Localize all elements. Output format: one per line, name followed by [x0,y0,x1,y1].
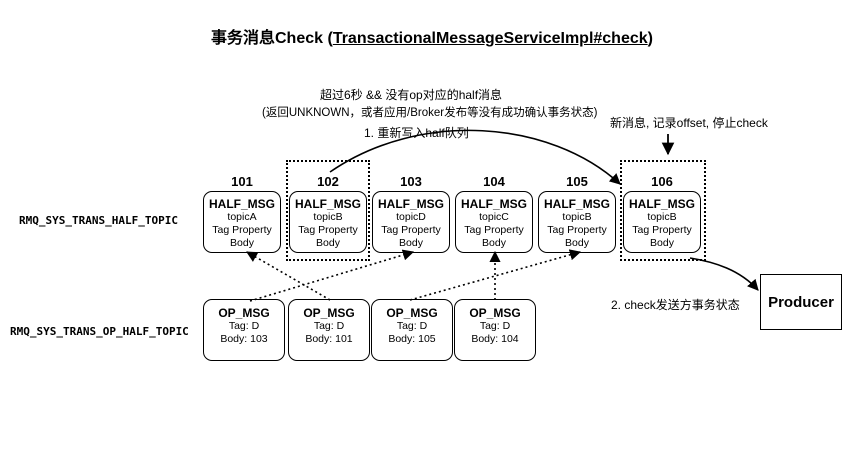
half-msg-body: Body [316,237,340,249]
op-topic-label: RMQ_SYS_TRANS_OP_HALF_TOPIC [10,325,189,338]
new-message-note: 新消息, 记录offset, 停止check [610,116,768,130]
op-103-link [249,249,415,302]
producer-box: Producer [760,274,842,330]
half-msg-offset: 104 [483,174,505,189]
half-msg-topic: topicB [562,211,592,223]
half-msg-header: HALF_MSG [209,197,275,211]
half-msg-body: Body [399,237,423,249]
op-msg-header: OP_MSG [469,306,521,320]
half-msg-body: Body [650,237,674,249]
half-msg-body: Body [482,237,506,249]
op-msg-tag: Tag: D [396,320,428,332]
rewrite-half-note: 1. 重新写入half队列 [364,126,469,140]
half-msg-tag: Tag Property [632,224,692,236]
half-msg-topic: topicA [227,211,257,223]
timeout-condition-note: 超过6秒 && 没有op对应的half消息 [320,88,503,102]
op-msg-tag: Tag: D [313,320,345,332]
diagram-title: 事务消息Check (TransactionalMessageServiceIm… [211,30,653,47]
half-msg-header: HALF_MSG [629,197,695,211]
half-msg-tag: Tag Property [298,224,358,236]
half-msg-topic: topicD [396,211,426,223]
op-msg-body: Body: 104 [471,333,519,345]
op-msg-header: OP_MSG [303,306,355,320]
message-102-highlight [286,160,370,261]
op-msg-body: Body: 103 [220,333,268,345]
check-producer-note: 2. check发送方事务状态 [611,298,740,312]
half-msg-topic: topicC [479,211,509,223]
op-msg-body: Body: 101 [305,333,353,345]
half-msg-tag: Tag Property [212,224,272,236]
half-msg-tag: Tag Property [464,224,524,236]
half-msg-offset: 102 [317,174,339,189]
half-msg-header: HALF_MSG [295,197,361,211]
half-msg-header: HALF_MSG [544,197,610,211]
op-msg-header: OP_MSG [218,306,270,320]
half-msg-topic: topicB [647,211,677,223]
half-msg-tag: Tag Property [381,224,441,236]
op-101-link [246,251,331,301]
unknown-status-note: (返回UNKNOWN，或者应用/Broker发布等没有成功确认事务状态) [262,107,598,119]
op-msg-tag: Tag: D [479,320,511,332]
half-msg-topic: topicB [313,211,343,223]
op-msg-header: OP_MSG [386,306,438,320]
op-msg-body: Body: 105 [388,333,436,345]
half-msg-body: Body [565,237,589,249]
rewrite-arrow [329,129,621,185]
half-msg-offset: 105 [566,174,588,189]
class-method-name: TransactionalMessageServiceImpl#check [332,30,648,47]
message-106-highlight [620,160,706,261]
check-arrow [689,257,759,291]
half-msg-header: HALF_MSG [461,197,527,211]
half-msg-offset: 106 [651,174,673,189]
half-msg-tag: Tag Property [547,224,607,236]
half-topic-label: RMQ_SYS_TRANS_HALF_TOPIC [19,214,178,227]
half-msg-body: Body [230,237,254,249]
op-msg-tag: Tag: D [228,320,260,332]
half-msg-offset: 101 [231,174,253,189]
half-msg-offset: 103 [400,174,422,189]
half-msg-header: HALF_MSG [378,197,444,211]
